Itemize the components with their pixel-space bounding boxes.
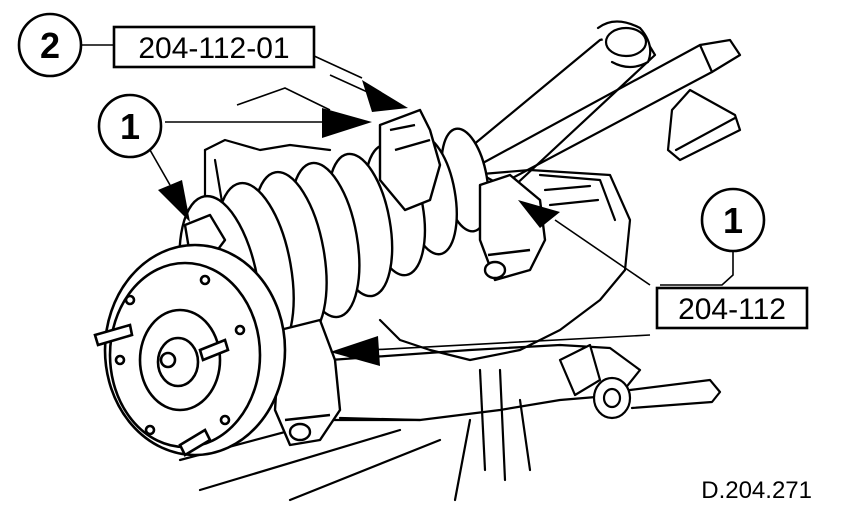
arrow-lower-jaw	[330, 334, 651, 366]
compressor-top-jaw	[378, 108, 442, 212]
wheel-hub	[93, 243, 287, 457]
arrow-left-jaw	[149, 149, 190, 222]
strut-axle-assembly	[178, 20, 742, 502]
compressor-right-jaw	[478, 173, 547, 282]
tool-box-top-text: 204-112-01	[138, 32, 289, 65]
tool-box-right-text: 204-112	[678, 293, 786, 326]
callout-2-text: 2	[40, 25, 60, 66]
callout-1-right: 1	[700, 187, 766, 253]
arrow-right-jaw	[518, 200, 651, 286]
arrow-top-jaw	[329, 74, 408, 112]
arrow-top-jaw-2	[165, 108, 372, 138]
tool-box-right: 204-112	[655, 286, 809, 330]
callout-2: 2	[17, 12, 83, 78]
compressor-lower-jaw	[273, 318, 342, 447]
figure-reference-code: D.204.271	[701, 477, 812, 504]
leader-lines	[81, 44, 734, 286]
callout-1-left-text: 1	[120, 106, 140, 147]
callout-1-left: 1	[97, 93, 163, 159]
callout-1-right-text: 1	[723, 200, 743, 241]
tool-box-top: 204-112-01	[112, 25, 316, 69]
